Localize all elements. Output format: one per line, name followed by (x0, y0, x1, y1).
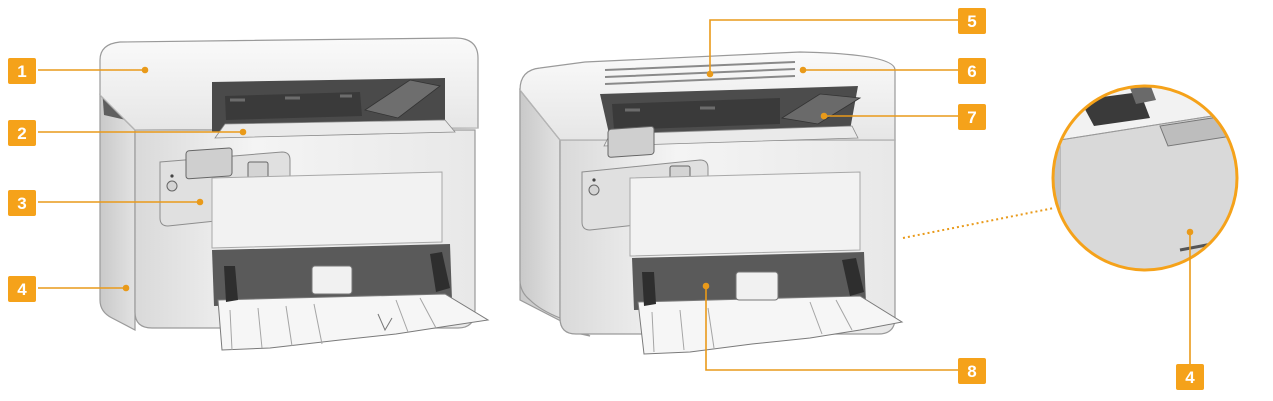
callout-6-label: 6 (967, 62, 976, 81)
feed-tray (637, 295, 904, 355)
printer-left (99, 37, 490, 351)
callout-2-label: 2 (17, 124, 26, 143)
inset-ring (1051, 84, 1239, 272)
inset-magnified-rear-corner (1051, 84, 1239, 272)
callout-8-label: 8 (967, 362, 976, 381)
output-stopper (364, 79, 441, 119)
callout-4-left-label: 4 (17, 280, 27, 299)
callout-8: 8 (958, 358, 986, 384)
output-stopper (780, 93, 862, 125)
front-window (629, 171, 861, 257)
callout-4-inset-label: 4 (1185, 368, 1195, 387)
leader-lines (38, 19, 1194, 371)
panel-display (185, 147, 233, 180)
left-side-panel (99, 93, 136, 331)
callout-1: 1 (8, 58, 36, 84)
callout-7-label: 7 (967, 108, 976, 127)
callout-7: 7 (958, 104, 986, 130)
callout-3-label: 3 (17, 194, 26, 213)
front-window (211, 171, 443, 249)
printer-center (519, 51, 904, 355)
callout-4-inset: 4 (1176, 364, 1204, 390)
inset-connector-line (902, 207, 1055, 239)
callout-6: 6 (958, 58, 986, 84)
callout-3: 3 (8, 190, 36, 216)
callout-5-label: 5 (967, 12, 976, 31)
callout-4-left: 4 (8, 276, 36, 302)
paper-guide (311, 265, 353, 295)
feed-tray (217, 293, 490, 351)
ventilation-slots (604, 61, 796, 85)
callout-1-label: 1 (17, 62, 26, 81)
callout-5: 5 (958, 8, 986, 34)
callout-2: 2 (8, 120, 36, 146)
